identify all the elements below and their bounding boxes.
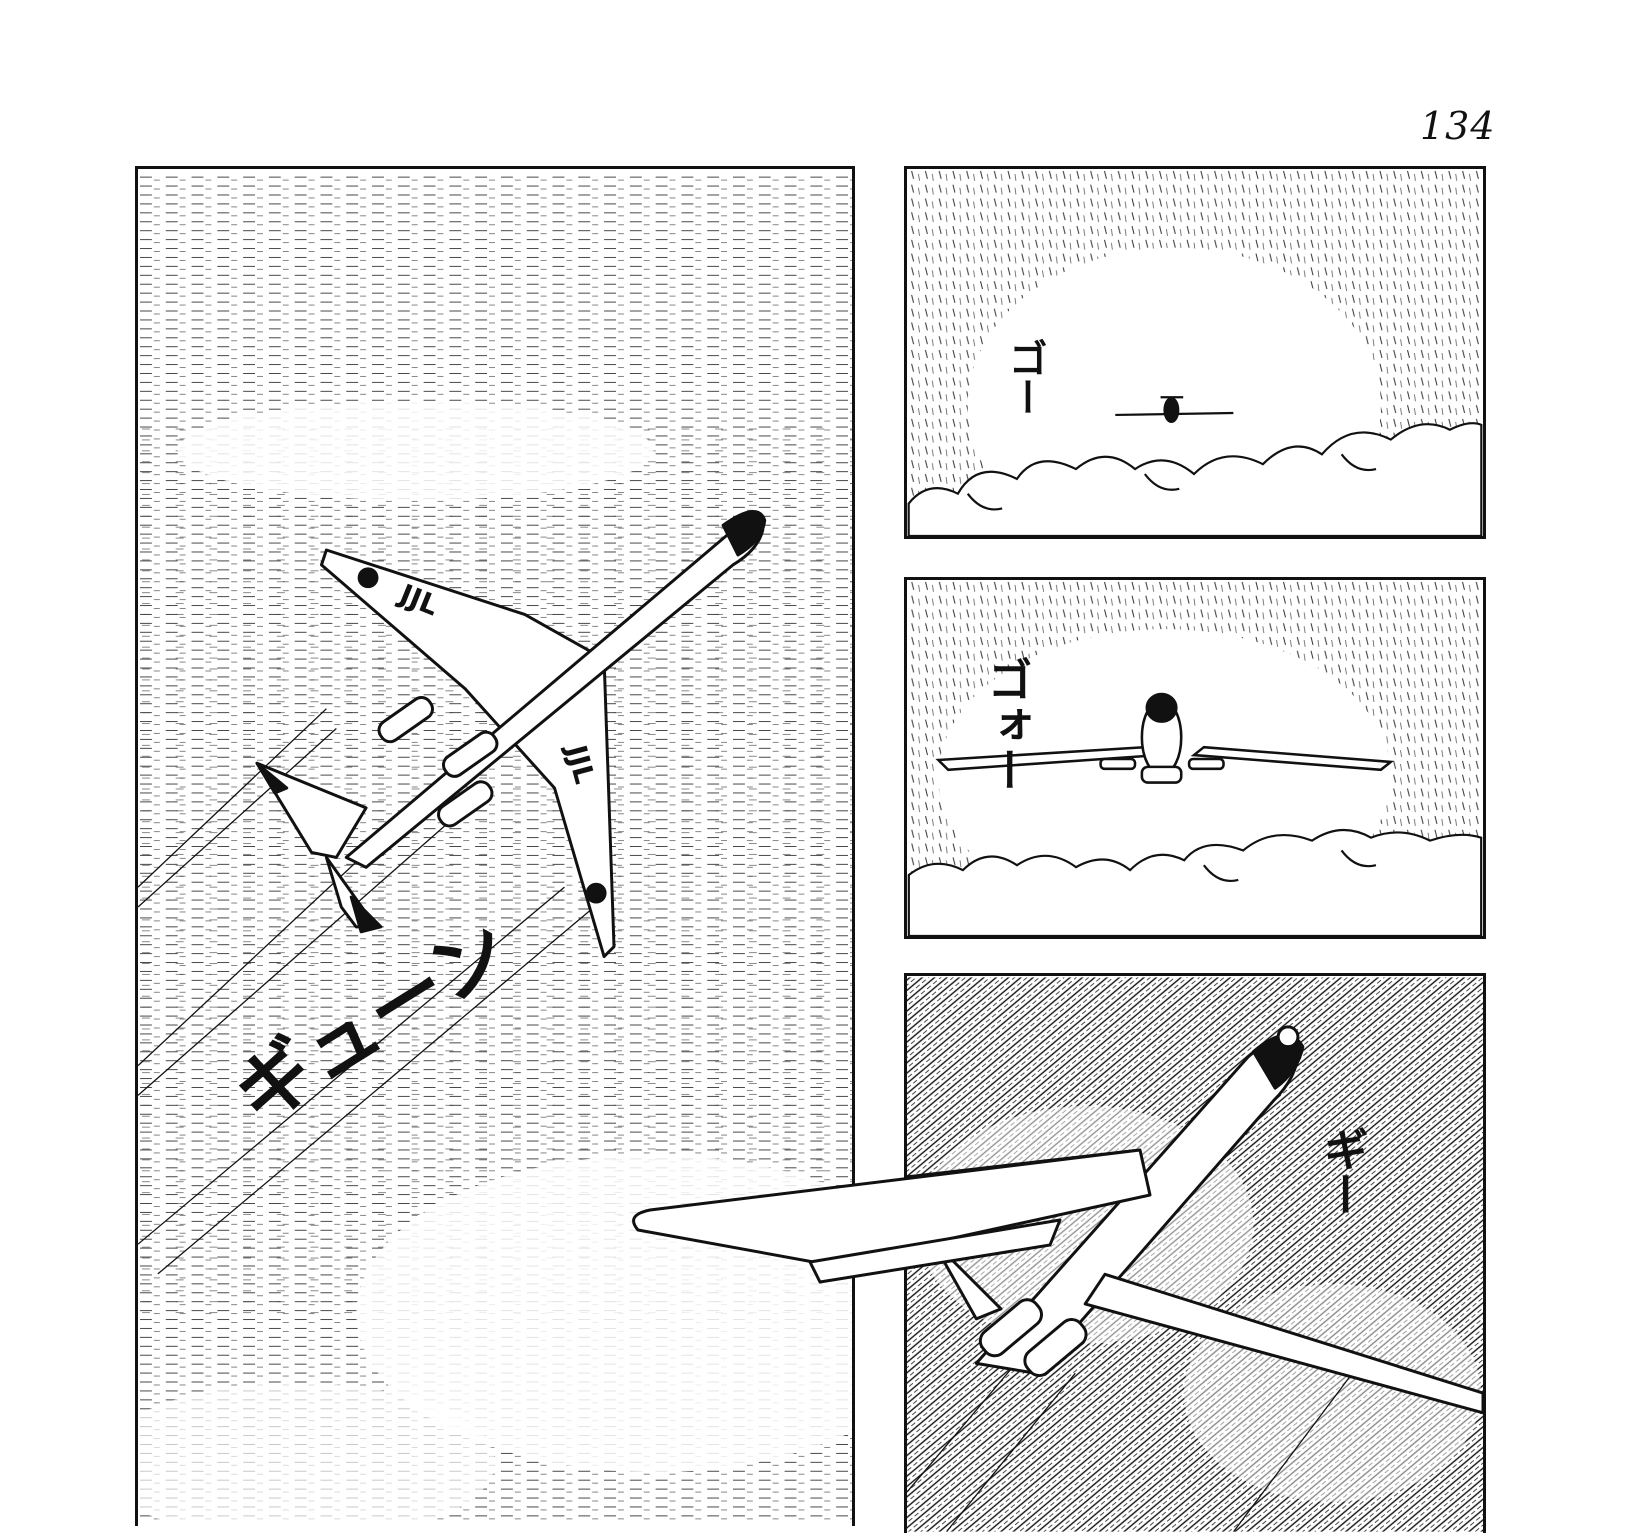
panel-1: JJL JJL ギューン <box>135 166 855 1526</box>
panel-1-art: JJL JJL ギューン <box>138 173 852 1526</box>
sfx-gii: ギー <box>1316 1126 1369 1217</box>
cloud-bank <box>907 828 1483 936</box>
sfx-goo: ゴォー <box>981 657 1034 793</box>
panel-2-art: ゴー <box>907 169 1483 536</box>
panel-3: ゴォー <box>904 577 1486 939</box>
panel-3-art: ゴォー <box>907 580 1483 936</box>
jet-front-view <box>935 692 1395 784</box>
cloud-bank <box>907 422 1483 536</box>
distant-jet <box>1115 396 1234 423</box>
panel-2: ゴー <box>904 166 1486 539</box>
panel-4: ギー <box>904 973 1486 1533</box>
panel-4-art: ギー <box>907 977 1483 1533</box>
sfx-go: ゴー <box>1002 338 1048 417</box>
jet-airliner-climbing <box>255 510 767 959</box>
page-number: 134 <box>1420 104 1496 148</box>
speed-trail-lines <box>138 708 595 1275</box>
